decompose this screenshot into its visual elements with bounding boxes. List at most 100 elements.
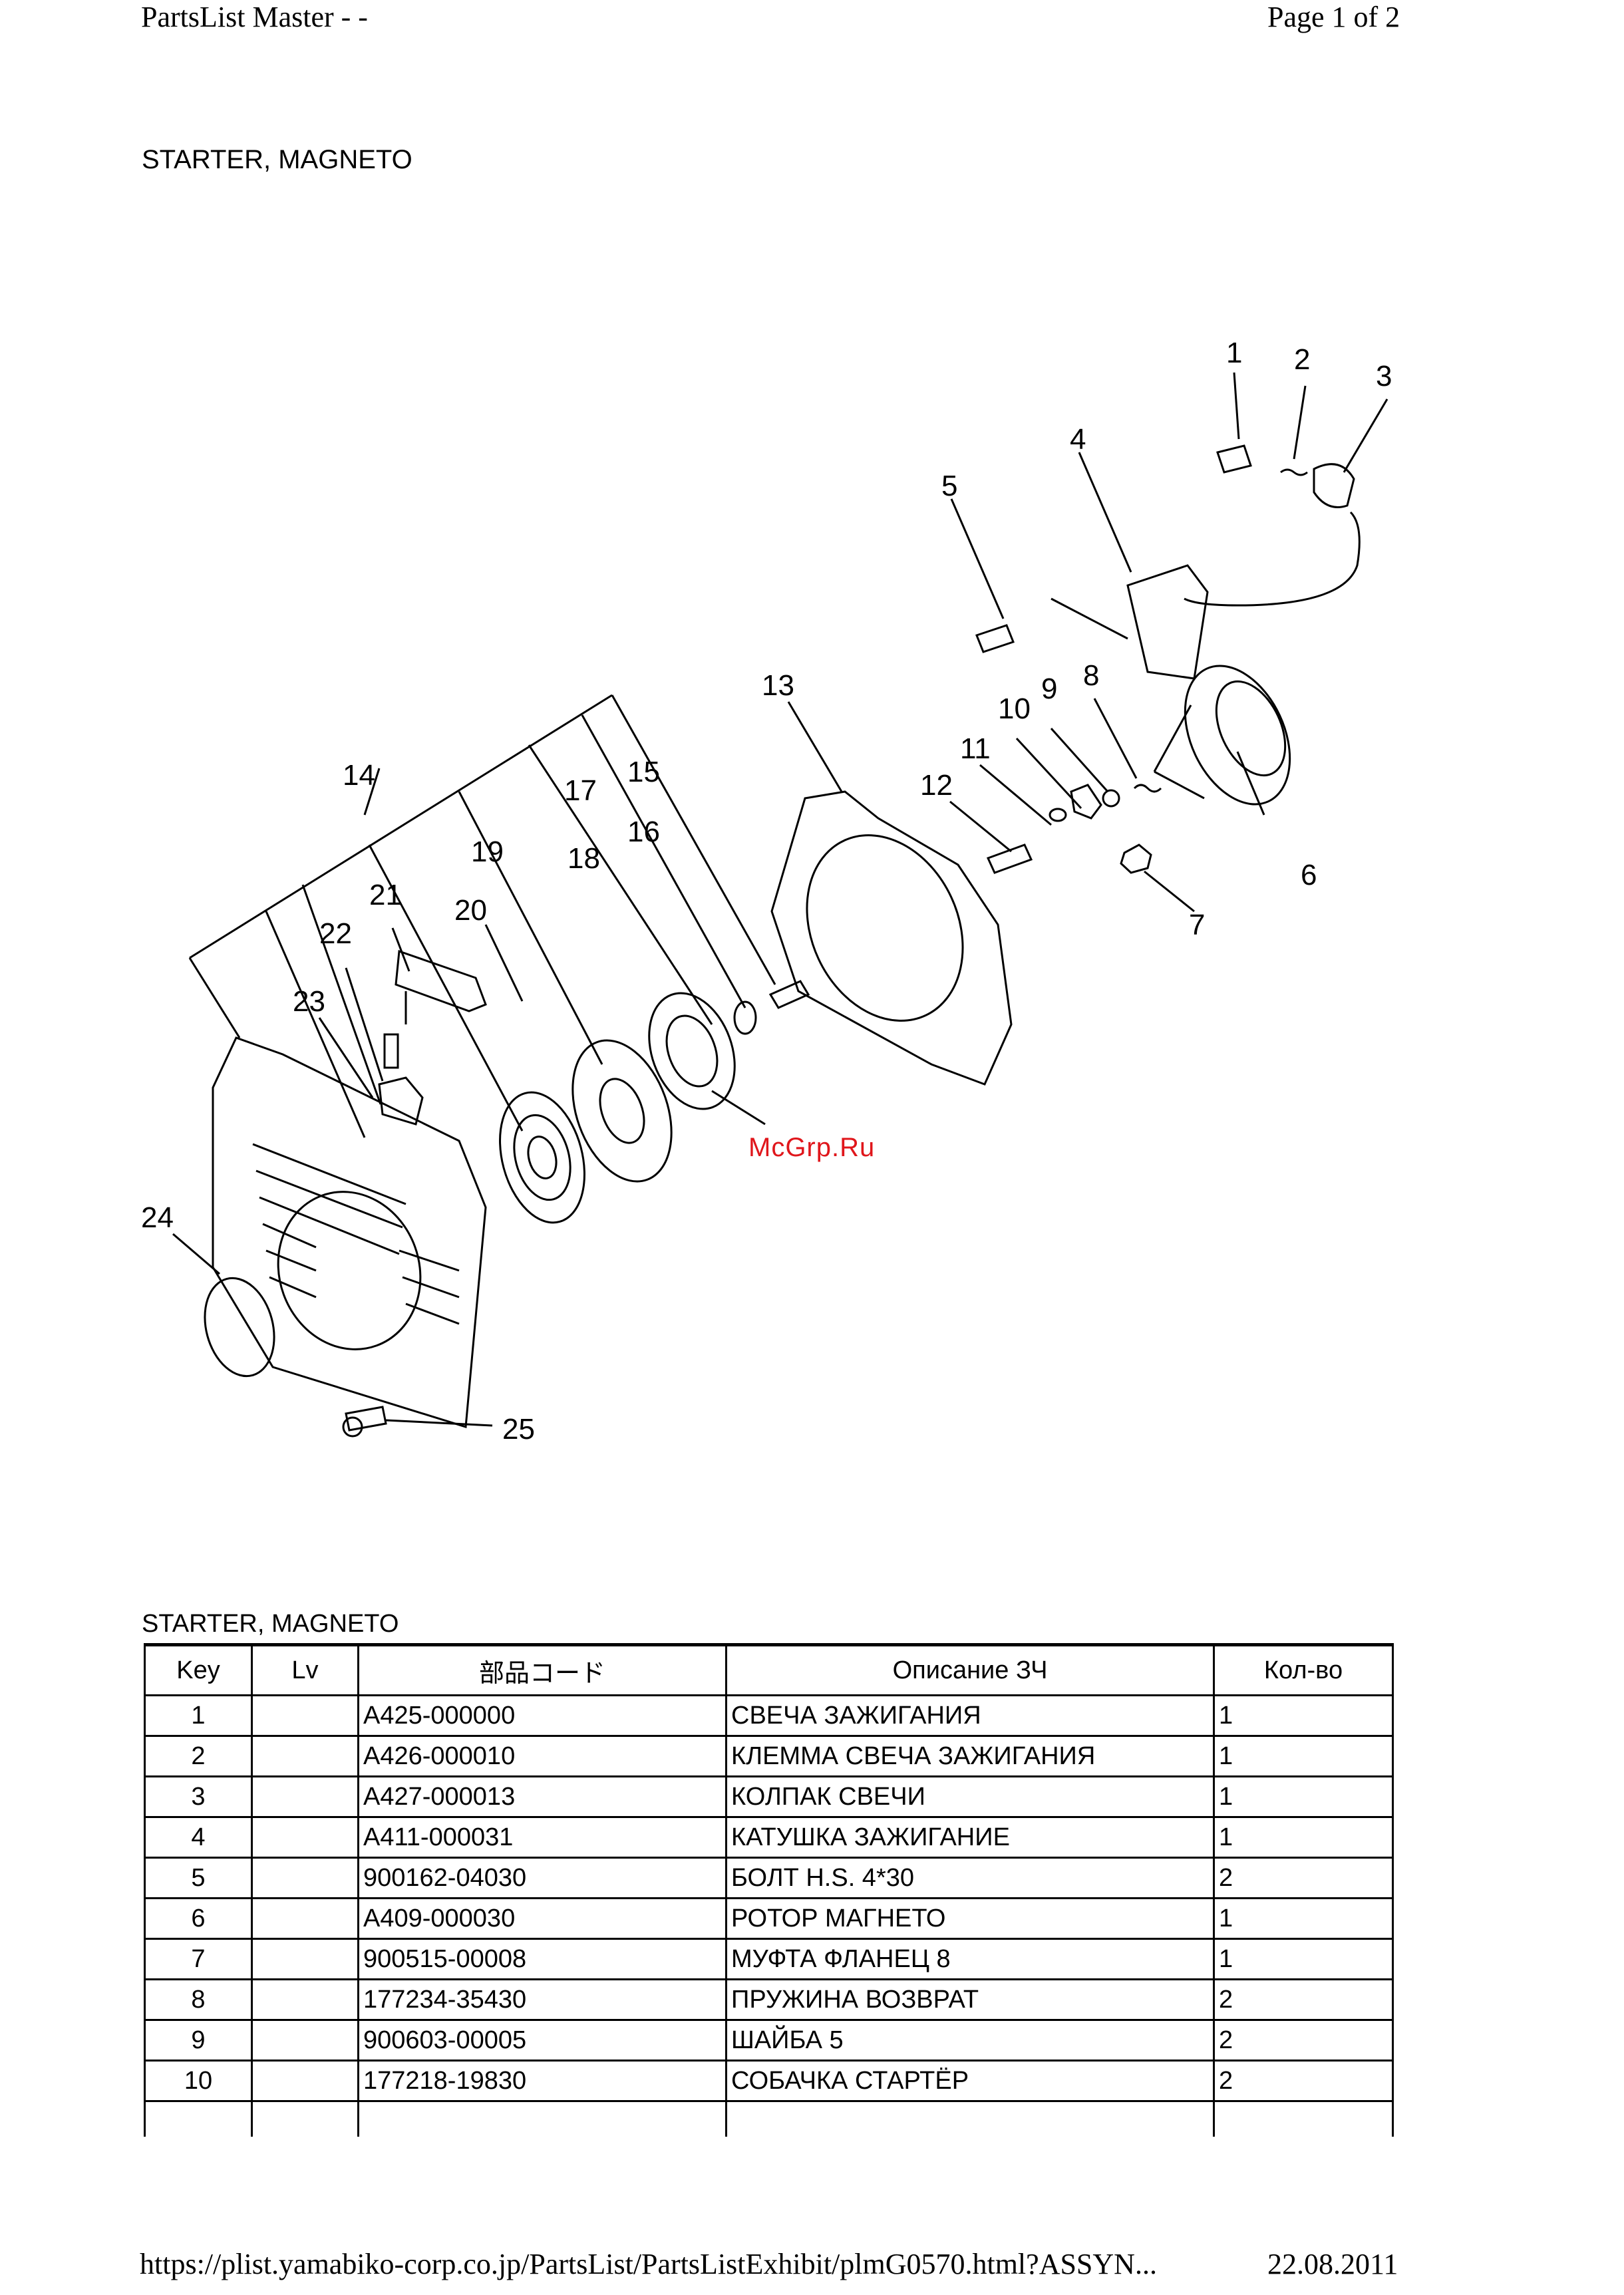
cell-code: A426-000010 (357, 1736, 727, 1777)
table-title: STARTER, MAGNETO (142, 1610, 399, 1638)
callout-13: 13 (762, 669, 794, 702)
cell-qty: 2 (1213, 2060, 1394, 2102)
cell-lv (251, 1736, 359, 1777)
cell-code: A425-000000 (357, 1695, 727, 1737)
cell-desc: КЛЕММА СВЕЧА ЗАЖИГАНИЯ (725, 1736, 1215, 1777)
cell-desc: РОТОР МАГНЕТО (725, 1898, 1215, 1940)
cell-desc: КОЛПАК СВЕЧИ (725, 1776, 1215, 1818)
cell-qty: 1 (1213, 1938, 1394, 1980)
table-row-continuation (144, 2101, 1394, 2137)
cell-code: A409-000030 (357, 1898, 727, 1940)
callout-8: 8 (1083, 659, 1099, 692)
callout-19: 19 (471, 836, 504, 868)
callout-25: 25 (502, 1413, 535, 1446)
cell-key: 7 (144, 1938, 253, 1980)
cell-code: 177234-35430 (357, 1979, 727, 2021)
callout-18: 18 (568, 842, 600, 875)
table-row: 7 900515-00008 МУФТА ФЛАНЕЦ 8 1 (144, 1938, 1394, 1980)
callout-1: 1 (1226, 337, 1242, 369)
callout-7: 7 (1189, 909, 1205, 941)
cell-code: A427-000013 (357, 1776, 727, 1818)
table-row: 10 177218-19830 СОБАЧКА СТАРТЁР 2 (144, 2060, 1394, 2102)
cell-qty: 1 (1213, 1736, 1394, 1777)
cell-lv (251, 1979, 359, 2021)
cell-desc: ШАЙБА 5 (725, 2020, 1215, 2062)
col-header-key: Key (144, 1643, 253, 1696)
cell-lv (251, 2020, 359, 2062)
table-row: 8 177234-35430 ПРУЖИНА ВОЗВРАТ 2 (144, 1979, 1394, 2021)
table-row: 5 900162-04030 БОЛТ H.S. 4*30 2 (144, 1857, 1394, 1899)
cell-code: A411-000031 (357, 1817, 727, 1859)
table-row: 4 A411-000031 КАТУШКА ЗАЖИГАНИЕ 1 (144, 1817, 1394, 1859)
section-title: STARTER, MAGNETO (142, 145, 412, 174)
cell-lv (251, 1817, 359, 1859)
callout-21: 21 (369, 879, 402, 911)
cell-code: 900603-00005 (357, 2020, 727, 2062)
cell-qty: 1 (1213, 1776, 1394, 1818)
cell-lv (251, 1857, 359, 1899)
cell-qty: 2 (1213, 2020, 1394, 2062)
cell-qty: 1 (1213, 1898, 1394, 1940)
watermark-text: McGrp.Ru (748, 1133, 875, 1162)
cell-lv (251, 1776, 359, 1818)
cell-empty (251, 2101, 359, 2137)
cell-key: 10 (144, 2060, 253, 2102)
col-header-description: Описание ЗЧ (725, 1643, 1215, 1696)
callout-5: 5 (941, 470, 957, 502)
table-row: 6 A409-000030 РОТОР МАГНЕТО 1 (144, 1898, 1394, 1940)
cell-key: 3 (144, 1776, 253, 1818)
callout-23: 23 (293, 985, 325, 1018)
callout-15: 15 (627, 756, 660, 788)
cell-qty: 1 (1213, 1695, 1394, 1737)
table-header-row: Key Lv 部品コード Описание ЗЧ Кол-во (144, 1643, 1394, 1696)
callout-9: 9 (1041, 673, 1057, 705)
cell-code: 900515-00008 (357, 1938, 727, 1980)
cell-desc: МУФТА ФЛАНЕЦ 8 (725, 1938, 1215, 1980)
cell-empty (725, 2101, 1215, 2137)
cell-key: 1 (144, 1695, 253, 1737)
cell-key: 2 (144, 1736, 253, 1777)
callout-12: 12 (920, 769, 953, 802)
footer-url: https://plist.yamabiko-corp.co.jp/PartsL… (140, 2248, 1157, 2280)
col-header-quantity: Кол-во (1213, 1643, 1394, 1696)
cell-lv (251, 1695, 359, 1737)
cell-desc: БОЛТ H.S. 4*30 (725, 1857, 1215, 1899)
cell-key: 4 (144, 1817, 253, 1859)
cell-desc: СОБАЧКА СТАРТЁР (725, 2060, 1215, 2102)
cell-qty: 1 (1213, 1817, 1394, 1859)
header-title: PartsList Master - - (141, 1, 368, 33)
callout-4: 4 (1070, 423, 1086, 456)
footer-date: 22.08.2011 (1267, 2248, 1398, 2280)
callout-3: 3 (1376, 360, 1392, 392)
callout-16: 16 (627, 816, 660, 848)
page-indicator: Page 1 of 2 (1267, 1, 1400, 33)
table-row: 9 900603-00005 ШАЙБА 5 2 (144, 2020, 1394, 2062)
cell-empty (357, 2101, 727, 2137)
callout-22: 22 (319, 917, 352, 950)
table-row: 1 A425-000000 СВЕЧА ЗАЖИГАНИЯ 1 (144, 1695, 1394, 1737)
cell-lv (251, 1898, 359, 1940)
callout-20: 20 (454, 894, 487, 927)
callout-11: 11 (960, 732, 991, 765)
cell-qty: 2 (1213, 1979, 1394, 2021)
col-header-part-code: 部品コード (357, 1643, 727, 1696)
callout-labels: 1 2 3 4 5 6 7 8 9 10 11 12 13 14 15 16 1… (141, 337, 1392, 1446)
callout-17: 17 (564, 774, 597, 807)
parts-table: Key Lv 部品コード Описание ЗЧ Кол-во 1 A425-0… (144, 1643, 1394, 2137)
callout-10: 10 (998, 692, 1031, 725)
callout-14: 14 (343, 759, 375, 792)
cell-code: 900162-04030 (357, 1857, 727, 1899)
cell-key: 6 (144, 1898, 253, 1940)
callout-2: 2 (1294, 343, 1310, 376)
cell-lv (251, 1938, 359, 1980)
cell-empty (1213, 2101, 1394, 2137)
cell-lv (251, 2060, 359, 2102)
callout-24: 24 (141, 1201, 174, 1234)
cell-desc: КАТУШКА ЗАЖИГАНИЕ (725, 1817, 1215, 1859)
cell-qty: 2 (1213, 1857, 1394, 1899)
callout-6: 6 (1301, 859, 1317, 891)
cell-key: 9 (144, 2020, 253, 2062)
cell-desc: СВЕЧА ЗАЖИГАНИЯ (725, 1695, 1215, 1737)
col-header-lv: Lv (251, 1643, 359, 1696)
exploded-parts-diagram: 1 2 3 4 5 6 7 8 9 10 11 12 13 14 15 16 1… (141, 337, 1392, 1446)
